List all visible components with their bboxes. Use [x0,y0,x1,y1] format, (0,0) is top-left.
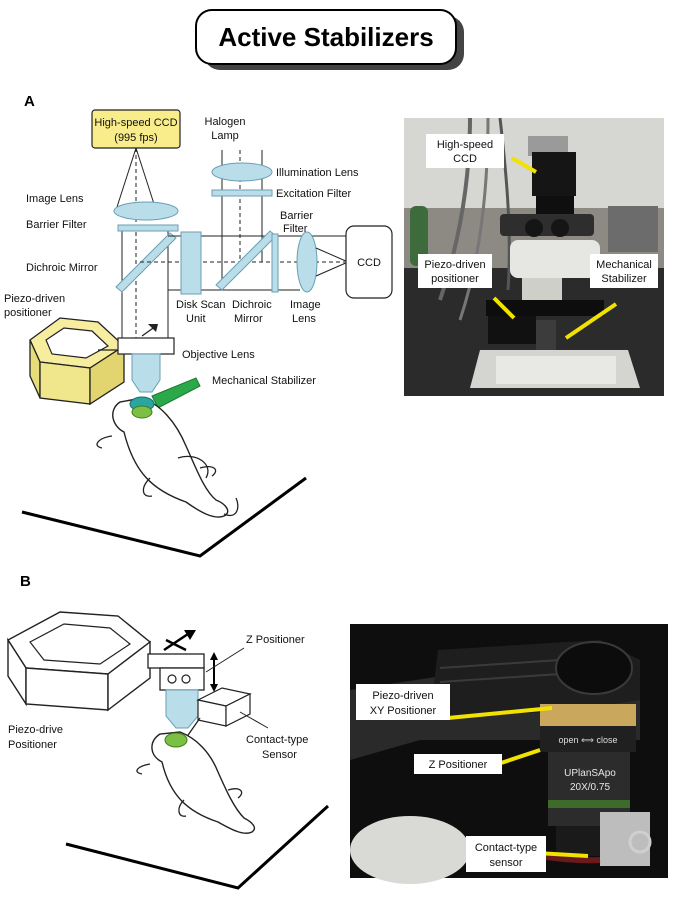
photo-b-lens-mag: 20X/0.75 [570,782,610,793]
mechanical-stabilizer-label: Mechanical Stabilizer [212,375,316,387]
objective-lens-label: Objective Lens [182,349,255,361]
piezo-positioner-block [29,317,126,406]
photo-a-piezo-label: Piezo-driven [424,259,485,271]
image-lens-left-label: Image Lens [26,193,84,205]
photo-a-ccd-label-2: CCD [453,153,477,165]
disk-scan-unit-label: Disk Scan [176,299,226,311]
panel-b-schematic: Piezo-drive Positioner Z Positioner Cont… [7,611,330,890]
panel-a-letter: A [24,93,35,110]
objective-lens-b [165,689,199,729]
illumination-lens-label: Illumination Lens [276,167,359,179]
ccd-right-label: CCD [357,257,381,269]
halogen-lamp-label-2: Lamp [211,130,239,142]
objective-lens [131,353,161,393]
floor-outline-a [21,476,307,558]
photo-a-piezo-label-2: positioner [431,273,479,285]
piezo-positioner-label-2: positioner [4,307,52,319]
image-lens-right [296,231,318,293]
image-lens-right-label: Image [290,299,321,311]
image-lens-right-label-2: Lens [292,313,316,325]
photo-b-ring-text: open ⟺ close [559,735,618,745]
image-lens-left [113,201,179,221]
dichroic-mirror-mid-label-2: Mirror [234,313,263,325]
barrier-filter-left-label: Barrier Filter [26,219,87,231]
piezo-positioner-label: Piezo-driven [4,293,65,305]
panel-b-letter: B [20,573,31,590]
photo-a-mech-label-2: Stabilizer [601,273,647,285]
ccd-right-box [345,225,393,299]
mouse-illustration-b [136,731,256,834]
excitation-filter [211,189,273,197]
photo-b-xy-label: Piezo-driven [372,690,433,702]
contact-sensor-label-2: Sensor [262,749,297,761]
high-speed-ccd-fps-label: (995 fps) [114,132,157,144]
illumination-lens [211,162,273,182]
page-title: Active Stabilizers [218,22,433,52]
mechanical-stabilizer [151,377,201,409]
panel-a-photo: High-speed CCD Piezo-driven positioner M… [404,117,664,396]
dichroic-mirror-mid [215,230,277,291]
objective-mount [117,337,175,355]
dichroic-mirror-left-label: Dichroic Mirror [26,262,98,274]
barrier-filter-left [117,224,179,232]
photo-b-sensor-label: Contact-type [475,842,537,854]
photo-b-xy-label-2: XY Positioner [370,705,437,717]
piezo-drive-label-2: Positioner [8,739,57,751]
contact-sensor-block [185,687,252,739]
barrier-filter-right [271,233,279,293]
panel-a-schematic: High-speed CCD (995 fps) [4,109,393,558]
mouse-illustration-a [96,396,239,518]
photo-a-mech-label: Mechanical [596,259,652,271]
panel-b-photo: open ⟺ close UPlanSApo 20X/0.75 Piezo-dr… [350,624,668,884]
disk-scan-unit-label-2: Unit [186,313,206,325]
photo-b-sensor-label-2: sensor [489,857,522,869]
photo-b-lens-brand: UPlanSApo [564,768,616,779]
floor-outline-b [65,804,330,890]
dichroic-mirror-mid-label: Dichroic [232,299,272,311]
disk-scan-unit [180,231,202,295]
photo-a-ccd-label: High-speed [437,139,493,151]
excitation-filter-label: Excitation Filter [276,188,352,200]
dichroic-mirror-left [115,232,177,293]
barrier-filter-right-label-2: Filter [283,223,308,235]
contact-sensor-label: Contact-type [246,734,308,746]
piezo-drive-label: Piezo-drive [8,724,63,736]
title-box: Active Stabilizers [195,9,464,70]
high-speed-ccd-label: High-speed CCD [94,117,177,129]
barrier-filter-right-label: Barrier [280,210,313,222]
z-positioner-label: Z Positioner [246,634,305,646]
piezo-drive-block [7,611,152,712]
halogen-lamp-label: Halogen [205,116,246,128]
photo-b-z-label: Z Positioner [429,759,488,771]
